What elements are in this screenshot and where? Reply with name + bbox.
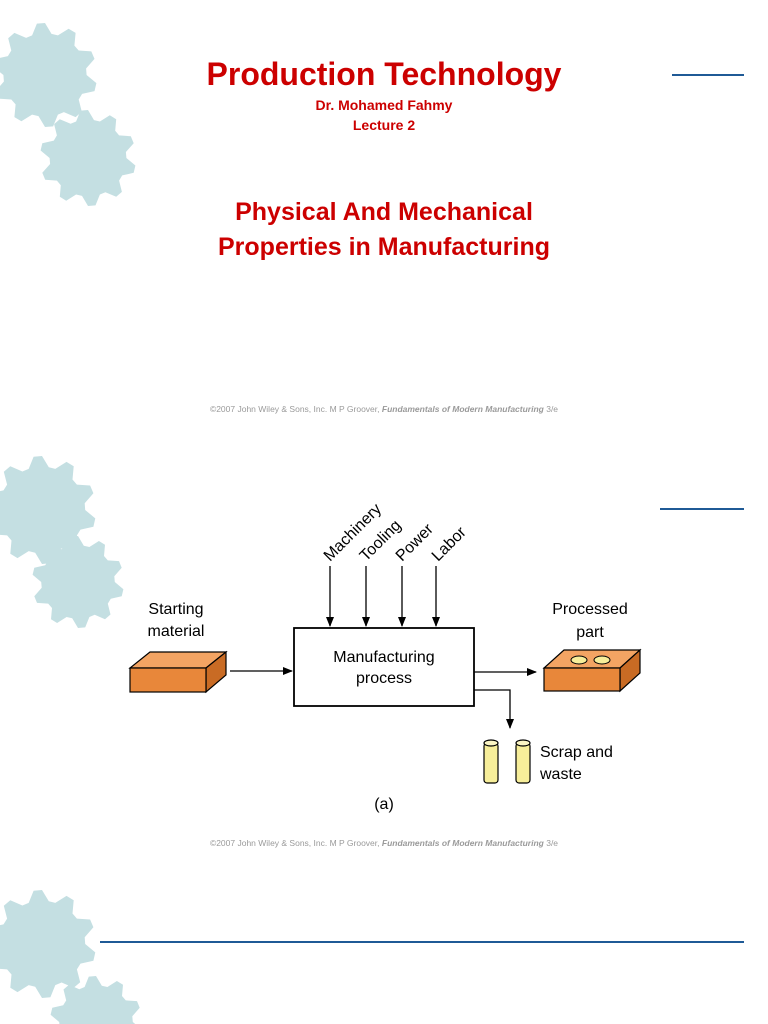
- title-rule: [660, 508, 744, 510]
- scrap-label-line-2: waste: [539, 766, 582, 783]
- slide-1: Production Technology Dr. Mohamed Fahmy …: [0, 0, 768, 432]
- gear-shape: [0, 23, 97, 127]
- slide-2: Machinery Tooling Power Labor Manufactur…: [0, 432, 768, 864]
- gear-shape: [32, 536, 124, 628]
- title-rule: [100, 941, 744, 943]
- credit-book: Fundamentals of Modern Manufacturing: [381, 404, 544, 414]
- gear-small-icon: [50, 976, 140, 1024]
- diagram-caption: (a): [374, 796, 394, 813]
- gear-small-icon: [32, 536, 124, 628]
- gear-decoration-icon: [0, 890, 140, 1024]
- topic-line-1: Physical And Mechanical: [235, 198, 533, 226]
- topic-line-2: Properties in Manufacturing: [218, 233, 550, 261]
- processed-label-line-2: part: [576, 624, 604, 641]
- gear-decoration-icon: [0, 456, 124, 628]
- credit-suffix: 3/e: [543, 838, 559, 848]
- starting-material-brick: [128, 650, 228, 694]
- gear-small-icon: [40, 110, 136, 206]
- gear-shape: [50, 976, 140, 1024]
- credit-book: Fundamentals of Modern Manufacturing: [381, 838, 544, 848]
- credit-prefix: ©2007 John Wiley & Sons, Inc. M P Groove…: [209, 404, 382, 414]
- input-label-labor: Labor: [429, 523, 470, 564]
- arrow-process-to-scrap: [474, 689, 514, 729]
- copyright-credit: ©2007 John Wiley & Sons, Inc. M P Groove…: [0, 838, 768, 848]
- slide-3: [0, 864, 768, 1024]
- scrap-cylinder-2: [515, 739, 531, 784]
- title-rule: [672, 74, 744, 76]
- starting-label-line-1: Starting: [148, 601, 203, 618]
- author-name: Dr. Mohamed Fahmy: [315, 97, 453, 113]
- slide-title: Production Technology: [206, 56, 562, 92]
- credit-prefix: ©2007 John Wiley & Sons, Inc. M P Groove…: [209, 838, 382, 848]
- copyright-credit: ©2007 John Wiley & Sons, Inc. M P Groove…: [0, 404, 768, 414]
- scrap-label-line-1: Scrap and: [540, 744, 613, 761]
- process-label-line-2: process: [356, 670, 412, 687]
- gear-large-icon: [0, 890, 96, 998]
- gear-decoration-icon: [0, 23, 136, 206]
- manufacturing-process-diagram: Machinery Tooling Power Labor Manufactur…: [128, 501, 642, 813]
- gear-shape: [0, 890, 96, 998]
- lecture-number: Lecture 2: [352, 117, 416, 133]
- process-box: [293, 627, 475, 707]
- processed-part-brick: [542, 648, 642, 693]
- gear-shape: [40, 110, 136, 206]
- gear-large-icon: [0, 23, 97, 127]
- scrap-cylinder-1: [483, 739, 499, 784]
- starting-label-line-2: material: [148, 623, 205, 640]
- process-label-line-1: Manufacturing: [333, 649, 434, 666]
- processed-label-line-1: Processed: [552, 601, 628, 618]
- credit-suffix: 3/e: [543, 404, 559, 414]
